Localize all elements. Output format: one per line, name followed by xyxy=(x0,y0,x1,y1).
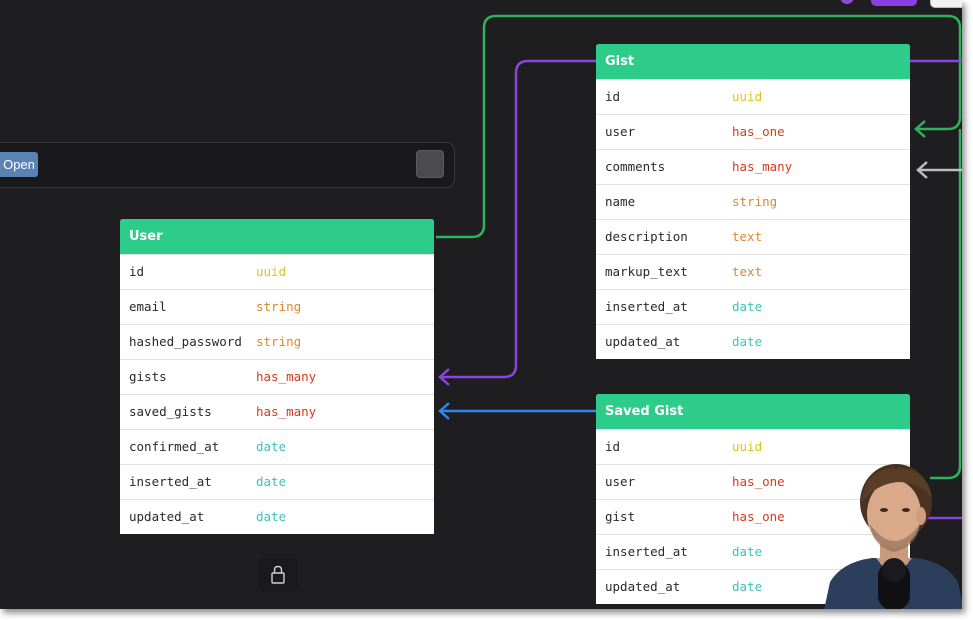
field-name: hashed_password xyxy=(129,334,242,349)
field-row-updated-at[interactable]: updated_at date xyxy=(120,499,434,534)
field-row-inserted-at[interactable]: inserted_at date xyxy=(120,464,434,499)
field-type: date xyxy=(732,579,763,594)
field-type: uuid xyxy=(732,89,763,104)
field-name: inserted_at xyxy=(605,544,688,559)
field-row-saved-gists[interactable]: saved_gists has_many xyxy=(120,394,434,429)
edge-user-to-gist-user xyxy=(436,14,962,239)
field-name: updated_at xyxy=(605,579,681,594)
field-type: date xyxy=(256,509,287,524)
field-row-confirmed-at[interactable]: confirmed_at date xyxy=(120,429,434,464)
field-name: comments xyxy=(605,159,666,174)
field-row-name[interactable]: name string xyxy=(596,184,910,219)
presenter-webcam xyxy=(824,462,962,609)
entity-title[interactable]: Saved Gist xyxy=(596,394,910,429)
field-row-inserted-at[interactable]: inserted_at date xyxy=(596,534,910,569)
field-row-updated-at[interactable]: updated_at date xyxy=(596,569,910,604)
field-type: date xyxy=(732,334,763,349)
field-row-id[interactable]: id uuid xyxy=(596,429,910,464)
field-row-hashed-password[interactable]: hashed_password string xyxy=(120,324,434,359)
lock-icon xyxy=(271,565,285,584)
field-type: string xyxy=(256,334,302,349)
field-name: id xyxy=(605,89,621,104)
field-name: email xyxy=(129,299,167,314)
field-type: text xyxy=(732,264,763,279)
field-type: date xyxy=(732,544,763,559)
field-type: has_many xyxy=(256,369,317,384)
command-bar xyxy=(0,142,455,188)
arrowhead-gist-comments xyxy=(916,161,928,179)
relationship-connectors xyxy=(436,14,962,520)
lock-button[interactable] xyxy=(258,558,298,592)
field-row-description[interactable]: description text xyxy=(596,219,910,254)
field-type: date xyxy=(256,474,287,489)
field-type: date xyxy=(732,299,763,314)
field-type: has_many xyxy=(256,404,317,419)
field-name: id xyxy=(129,264,145,279)
field-type: text xyxy=(732,229,763,244)
field-name: inserted_at xyxy=(129,474,212,489)
field-type: uuid xyxy=(256,264,287,279)
field-type: uuid xyxy=(732,439,763,454)
field-name: inserted_at xyxy=(605,299,688,314)
field-row-email[interactable]: email string xyxy=(120,289,434,324)
edge-saved-gist-user xyxy=(930,129,962,480)
entity-title[interactable]: User xyxy=(120,219,434,254)
toolbar-status-dot[interactable] xyxy=(840,0,854,4)
field-row-user[interactable]: user has_one xyxy=(596,464,910,499)
field-name: user xyxy=(605,124,636,139)
field-type: string xyxy=(256,299,302,314)
toolbar-primary-button[interactable] xyxy=(871,0,917,6)
field-row-markup-text[interactable]: markup_text text xyxy=(596,254,910,289)
field-name: gists xyxy=(129,369,167,384)
field-name: user xyxy=(605,474,636,489)
field-row-gist[interactable]: gist has_one xyxy=(596,499,910,534)
entity-user[interactable]: User id uuid email string hashed_password str… xyxy=(120,219,434,534)
field-row-user[interactable]: user has_one xyxy=(596,114,910,149)
field-name: gist xyxy=(605,509,636,524)
field-type: has_one xyxy=(732,509,785,524)
field-type: has_many xyxy=(732,159,793,174)
field-name: description xyxy=(605,229,688,244)
field-row-gists[interactable]: gists has_many xyxy=(120,359,434,394)
field-type: has_one xyxy=(732,124,785,139)
field-type: has_one xyxy=(732,474,785,489)
field-name: updated_at xyxy=(605,334,681,349)
toolbar-secondary-button[interactable] xyxy=(930,0,962,8)
field-row-id[interactable]: id uuid xyxy=(596,79,910,114)
field-name: confirmed_at xyxy=(129,439,220,454)
arrowhead-user-saved-gists xyxy=(438,402,450,420)
field-type: date xyxy=(256,439,287,454)
field-list: id uuid email string hashed_password string gi… xyxy=(120,254,434,534)
field-name: id xyxy=(605,439,621,454)
arrowhead-user-gists xyxy=(438,368,450,386)
field-name: markup_text xyxy=(605,264,688,279)
field-name: updated_at xyxy=(129,509,205,524)
open-button[interactable]: Open xyxy=(0,152,38,177)
edge-gist-to-user-gists xyxy=(440,59,596,379)
arrowhead-gist-user xyxy=(914,120,926,138)
entity-title[interactable]: Gist xyxy=(596,44,910,79)
command-bar-square-button[interactable] xyxy=(416,150,444,178)
field-row-inserted-at[interactable]: inserted_at date xyxy=(596,289,910,324)
field-row-id[interactable]: id uuid xyxy=(120,254,434,289)
field-type: string xyxy=(732,194,778,209)
field-row-updated-at[interactable]: updated_at date xyxy=(596,324,910,359)
field-name: saved_gists xyxy=(129,404,212,419)
field-name: name xyxy=(605,194,636,209)
field-row-comments[interactable]: comments has_many xyxy=(596,149,910,184)
